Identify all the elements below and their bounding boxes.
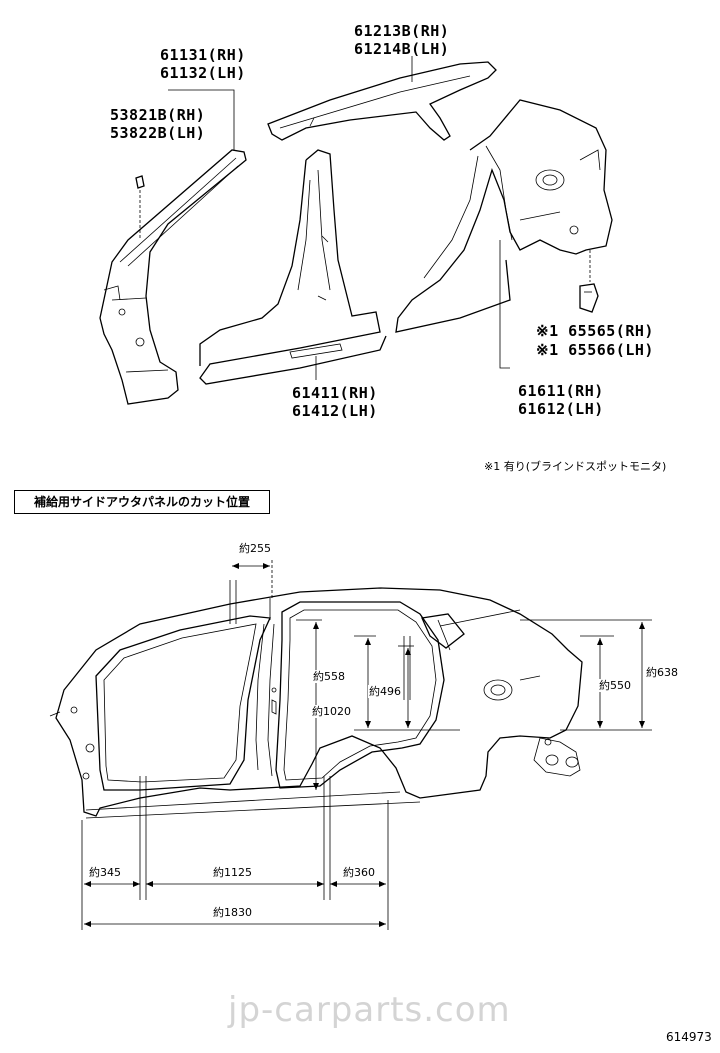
footnote-blind-spot-monitor: ※1 有り(ブラインドスポットモニタ) <box>484 460 667 473</box>
part-65565-rh: ※1 65565(RH) <box>536 322 654 340</box>
part-61131-rh: 61131(RH) <box>160 46 246 64</box>
roof-rail-part <box>267 61 497 141</box>
a-pillar-part <box>99 149 247 405</box>
part-61411-rh: 61411(RH) <box>292 384 378 402</box>
part-61611-rh: 61611(RH) <box>518 382 604 400</box>
cut-position-section-title: 補給用サイドアウタパネルのカット位置 <box>14 490 270 514</box>
cut-lines <box>139 580 451 900</box>
dim-1020: 約1020 <box>311 705 352 718</box>
clip-part <box>135 175 145 240</box>
center-pillar-rocker-part <box>199 149 387 385</box>
quarter-panel-part <box>395 99 613 333</box>
dim-1830: 約1830 <box>212 906 253 919</box>
part-61213-rh: 61213B(RH) <box>354 22 450 40</box>
dimension-lines <box>81 560 652 930</box>
dim-496: 約496 <box>368 685 402 698</box>
dim-360: 約360 <box>342 866 376 879</box>
part-53821-rh: 53821B(RH) <box>110 106 206 124</box>
leader-lines <box>168 56 510 380</box>
dim-255: 約255 <box>238 542 272 555</box>
dim-550: 約550 <box>598 679 632 692</box>
part-61412-lh: 61412(LH) <box>292 402 378 420</box>
part-61132-lh: 61132(LH) <box>160 64 246 82</box>
dim-1125: 約1125 <box>212 866 253 879</box>
watermark-text: jp-carparts.com <box>228 990 511 1030</box>
part-61612-lh: 61612(LH) <box>518 400 604 418</box>
dim-638: 約638 <box>645 666 679 679</box>
part-61214-lh: 61214B(LH) <box>354 40 450 58</box>
dim-345: 約345 <box>88 866 122 879</box>
dim-558: 約558 <box>312 670 346 683</box>
part-65566-lh: ※1 65566(LH) <box>536 341 654 359</box>
part-53822-lh: 53822B(LH) <box>110 124 206 142</box>
sensor-bracket-part <box>579 250 599 313</box>
side-outer-panel-outline <box>49 587 583 819</box>
diagram-reference-number: 614973 <box>666 1030 712 1044</box>
